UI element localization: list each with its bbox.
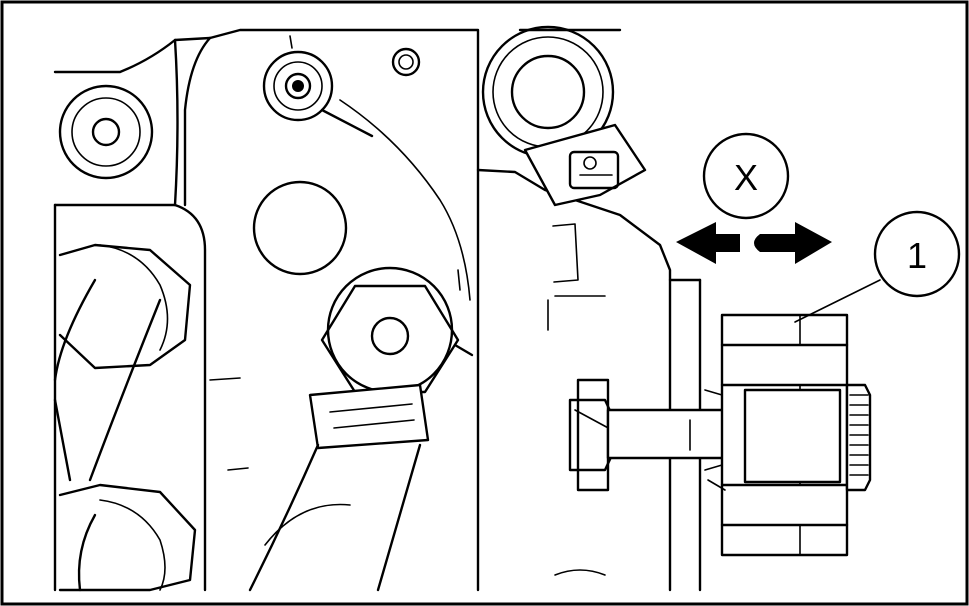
left-tube-assembly xyxy=(53,243,197,592)
callout-1-leader xyxy=(794,279,881,323)
sensor-connector xyxy=(481,25,647,207)
callout-1-label: 1 xyxy=(907,235,927,276)
callout-x-label: X xyxy=(734,157,758,198)
retaining-bolt xyxy=(568,378,734,492)
drive-gear xyxy=(704,313,872,557)
plate-nut xyxy=(262,50,374,138)
hose-clamp-assembly xyxy=(308,266,474,450)
callout-1: 1 xyxy=(794,210,961,323)
plate-boss xyxy=(252,180,348,276)
double-arrow-horizontal-icon xyxy=(676,222,832,264)
left-housing xyxy=(53,36,249,592)
center-hose xyxy=(248,443,422,592)
callout-x: X xyxy=(702,132,790,220)
center-plate xyxy=(183,28,480,592)
small-hole xyxy=(391,47,421,77)
top-left-bolt xyxy=(58,84,154,180)
